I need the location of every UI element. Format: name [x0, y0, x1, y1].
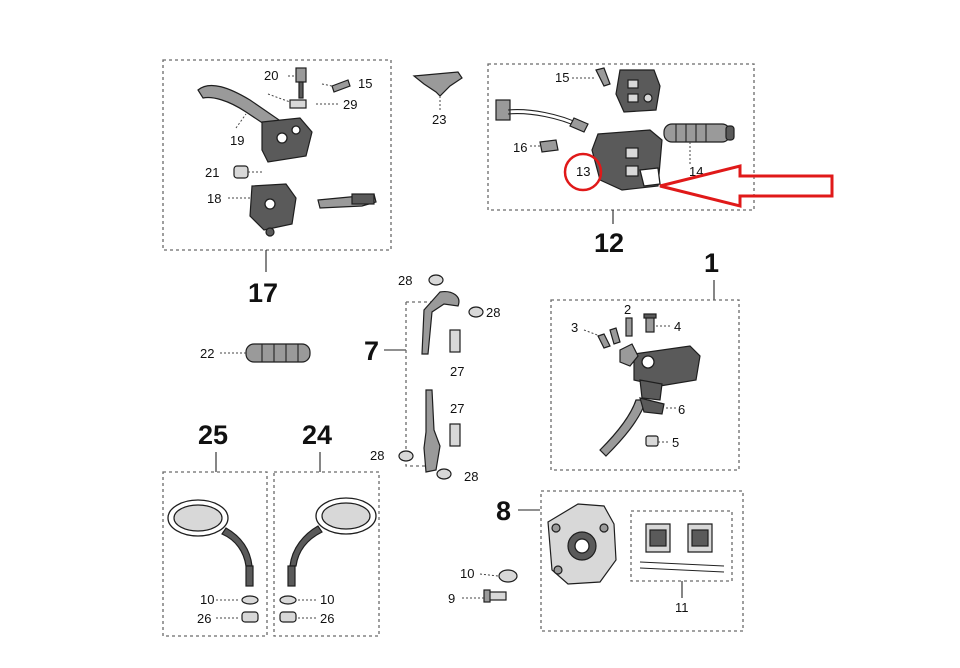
spring-29[interactable] [267, 93, 307, 109]
label-part-22: 22 [200, 346, 214, 361]
label-part-20: 20 [264, 68, 278, 83]
washer-10-c[interactable] [279, 595, 297, 605]
bushing-21[interactable] [233, 165, 249, 179]
screw-16[interactable] [539, 139, 559, 153]
assembly-25-box [162, 471, 268, 637]
bolt-27-b[interactable] [449, 423, 461, 447]
switch-housing-13[interactable] [591, 129, 663, 191]
label-part-23: 23 [432, 112, 446, 127]
assembly-24-box [273, 471, 380, 637]
washer-10-a[interactable] [498, 569, 518, 583]
assembly-17-box [162, 59, 392, 251]
screws-3[interactable] [597, 327, 621, 349]
screw-15-b[interactable] [595, 67, 611, 87]
label-part-2: 2 [624, 302, 631, 317]
assembly-label-1: 1 [704, 248, 719, 278]
assembly-12-box [487, 63, 755, 211]
bolt-27-a[interactable] [449, 329, 461, 353]
label-part-11: 11 [675, 600, 689, 615]
label-part-15-a: 15 [358, 76, 372, 91]
label-part-26-b: 26 [320, 611, 334, 626]
assembly-label-12: 12 [594, 228, 624, 258]
hose-upper[interactable] [421, 291, 460, 355]
label-part-10-a: 10 [460, 566, 474, 581]
highlight-arrow [659, 164, 834, 208]
label-part-18: 18 [207, 191, 221, 206]
label-part-21: 21 [205, 165, 219, 180]
label-part-5: 5 [672, 435, 679, 450]
label-part-3: 3 [571, 320, 578, 335]
assembly-label-25: 25 [198, 420, 228, 450]
label-part-29: 29 [343, 97, 357, 112]
assembly-11-box [630, 510, 733, 582]
label-part-15-b: 15 [555, 70, 569, 85]
label-part-28-a: 28 [398, 273, 412, 288]
label-part-27-a: 27 [450, 364, 464, 379]
lever-housing-19[interactable] [261, 117, 313, 163]
mirror-left-25[interactable] [167, 499, 254, 587]
label-part-10-c: 10 [320, 592, 334, 607]
assembly-1-box [550, 299, 740, 471]
nut-26-b[interactable] [279, 611, 297, 623]
washer-28-b[interactable] [468, 306, 484, 318]
label-part-4: 4 [674, 319, 681, 334]
bolt-9[interactable] [483, 589, 507, 603]
screw-15-a[interactable] [331, 79, 351, 93]
label-part-10-b: 10 [200, 592, 214, 607]
assembly-label-8: 8 [496, 496, 511, 526]
grip-22[interactable] [245, 343, 311, 363]
mirror-right-24[interactable] [287, 497, 377, 587]
clamp-2[interactable] [619, 343, 639, 367]
washer-28-a[interactable] [428, 274, 444, 286]
assembly-label-7: 7 [364, 336, 379, 366]
label-part-28-d: 28 [464, 469, 478, 484]
assembly-label-24: 24 [302, 420, 332, 450]
label-part-27-b: 27 [450, 401, 464, 416]
screw-4[interactable] [643, 313, 657, 333]
bushing-5[interactable] [645, 435, 659, 447]
label-part-28-c: 28 [370, 448, 384, 463]
master-cylinder-1[interactable] [633, 345, 701, 401]
brake-pads-11[interactable] [639, 523, 725, 573]
cover-23[interactable] [412, 71, 463, 97]
washer-28-c[interactable] [398, 450, 414, 462]
switch-housing-18[interactable] [249, 183, 297, 237]
label-part-26-a: 26 [197, 611, 211, 626]
throttle-grip-14[interactable] [663, 123, 735, 143]
hose-lower[interactable] [423, 389, 441, 473]
label-part-28-b: 28 [486, 305, 500, 320]
label-part-9: 9 [448, 591, 455, 606]
switch-cover-15[interactable] [615, 69, 661, 113]
label-part-6: 6 [678, 402, 685, 417]
assembly-label-17: 17 [248, 278, 278, 308]
switch-lever-18[interactable] [317, 193, 377, 209]
screw-20[interactable] [295, 67, 307, 99]
washer-10-b[interactable] [241, 595, 259, 605]
label-part-19: 19 [230, 133, 244, 148]
highlight-circle-13 [563, 152, 603, 192]
brake-caliper-8[interactable] [547, 503, 617, 585]
nut-26-a[interactable] [241, 611, 259, 623]
screw-2[interactable] [625, 317, 633, 337]
wire-harness[interactable] [495, 99, 589, 133]
washer-28-d[interactable] [436, 468, 452, 480]
label-part-13: 13 [576, 164, 590, 179]
label-part-16: 16 [513, 140, 527, 155]
lever-6[interactable] [599, 397, 665, 457]
assembly-8-box [540, 490, 744, 632]
